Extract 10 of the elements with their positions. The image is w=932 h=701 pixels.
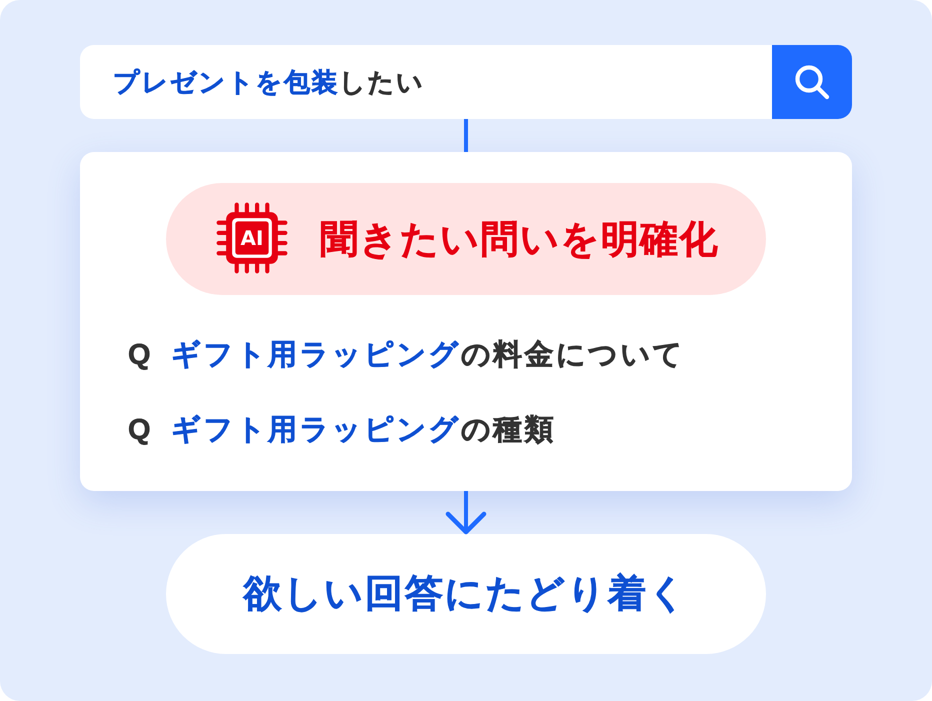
heading-text: 聞きたい問いを明確化 [320, 218, 719, 263]
question-text: Q ギフト用ラッピングの種類 [128, 413, 556, 448]
result-text: 欲しい回答にたどり着く [244, 572, 688, 617]
search-text: プレゼントを包装したい [113, 66, 424, 98]
search-field [80, 45, 852, 119]
connector-line [464, 119, 468, 152]
question-card [80, 152, 852, 491]
arrow [446, 491, 486, 534]
chip-label: AI [240, 227, 264, 249]
question-text: Q ギフト用ラッピングの料金について [128, 338, 686, 373]
